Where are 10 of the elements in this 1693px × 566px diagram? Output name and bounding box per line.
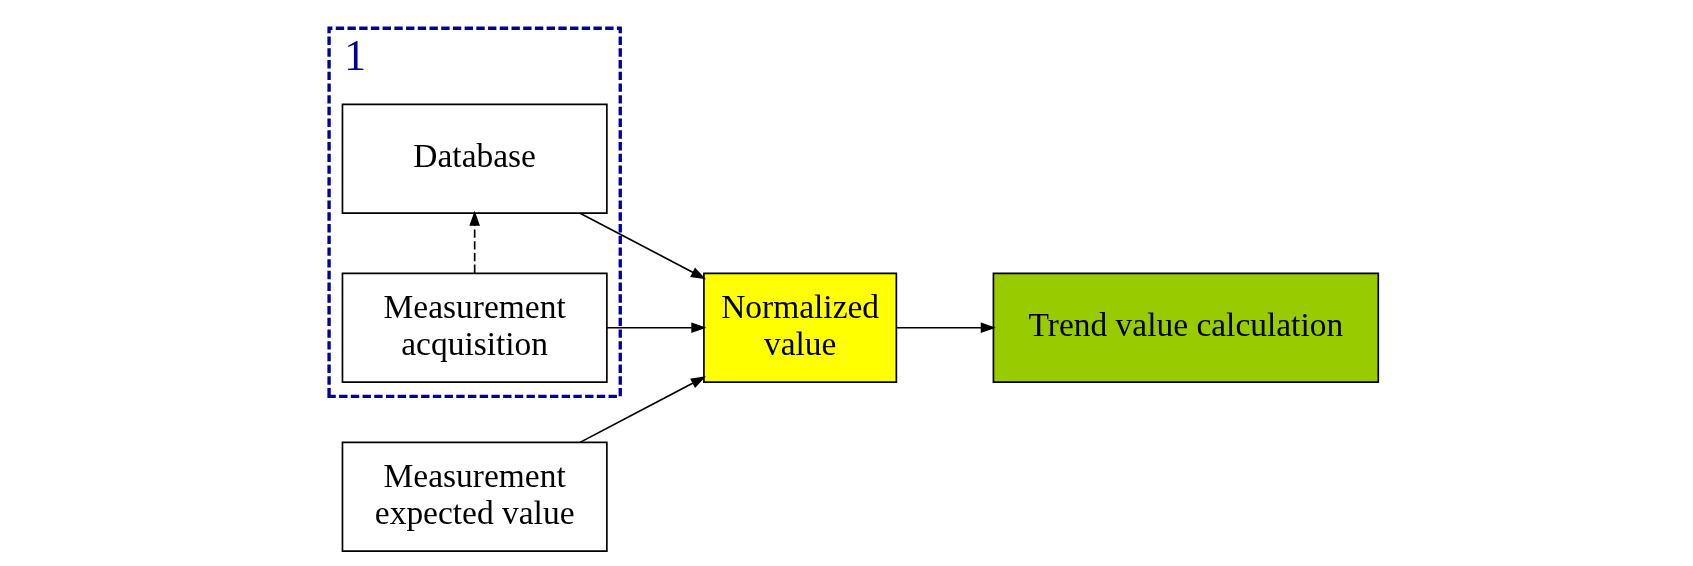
arrow xyxy=(578,212,706,280)
node-box: Measurement expected value xyxy=(341,441,608,552)
node-box: Trend value calculation xyxy=(992,272,1379,383)
arrow xyxy=(468,210,480,274)
arrow xyxy=(605,322,706,334)
node-box: Normalized value xyxy=(702,272,897,383)
arrow xyxy=(578,376,706,444)
arrow xyxy=(895,322,996,334)
node-box: Measurement acquisition xyxy=(341,272,608,383)
node-box: Database xyxy=(341,103,608,214)
